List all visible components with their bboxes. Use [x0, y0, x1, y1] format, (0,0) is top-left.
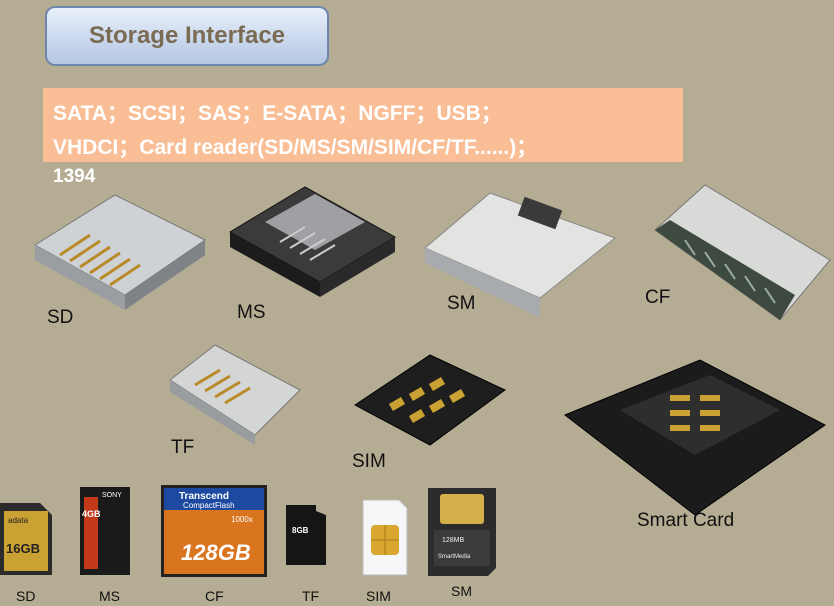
tf-card-image: 8GB — [286, 505, 326, 565]
sd-connector-image — [34, 194, 206, 310]
sd-card-image: adata 16GB — [0, 503, 52, 575]
cf-card-label: CF — [205, 588, 224, 604]
cf-card-image: Transcend CompactFlash 1000x 128GB — [161, 485, 267, 577]
sm-card-capacity: 128MB — [442, 537, 465, 544]
sd-connector-label: SD — [47, 307, 74, 328]
title-box: Storage Interface — [45, 6, 329, 66]
sm-card-label: SM — [451, 583, 472, 599]
sd-card-label: SD — [16, 588, 36, 604]
sd-card-brand: adata — [8, 516, 29, 525]
sim-card-label: SIM — [366, 588, 391, 604]
cf-card-capacity: 128GB — [181, 540, 251, 565]
sim-connector-label: SIM — [352, 451, 386, 472]
ms-connector-image — [229, 186, 396, 297]
sim-card-image — [362, 499, 408, 576]
cf-card-speed: 1000x — [231, 515, 253, 524]
ms-connector-label: MS — [237, 302, 266, 323]
sm-connector-image — [424, 192, 617, 318]
sm-card-brand: SmartMedia — [438, 554, 471, 560]
sim-connector-image — [354, 354, 506, 446]
tf-connector-label: TF — [171, 437, 195, 458]
interface-line-2: VHDCI；Card reader(SD/MS/SM/SIM/CF/TF....… — [53, 136, 538, 159]
cf-card-type: CompactFlash — [183, 501, 235, 510]
sd-card-capacity: 16GB — [6, 541, 40, 556]
cf-connector-image — [654, 184, 831, 321]
ms-card-capacity: 4GB — [82, 509, 101, 519]
ms-card-label: MS — [99, 588, 120, 604]
sm-connector-label: SM — [447, 293, 476, 314]
sm-card-image: 128MB SmartMedia — [428, 488, 496, 576]
tf-card-capacity: 8GB — [292, 526, 309, 535]
tf-card-label: TF — [302, 588, 320, 604]
tf-connector-image — [169, 344, 301, 445]
interface-line-3: 1394 — [53, 166, 96, 187]
cf-connector-label: CF — [645, 287, 671, 308]
smart-card-connector-label: Smart Card — [637, 510, 735, 531]
ms-card-image: SONY 4GB — [80, 487, 130, 575]
cf-card-brand: Transcend — [179, 491, 229, 502]
interface-list-box: SATA；SCSI；SAS；E-SATA；NGFF；USB； VHDCI；Car… — [43, 88, 683, 162]
page-title: Storage Interface — [88, 22, 286, 49]
smart-card-connector-image — [564, 359, 826, 516]
ms-card-brand: SONY — [102, 492, 122, 499]
interface-line-1: SATA；SCSI；SAS；E-SATA；NGFF；USB； — [53, 102, 502, 125]
